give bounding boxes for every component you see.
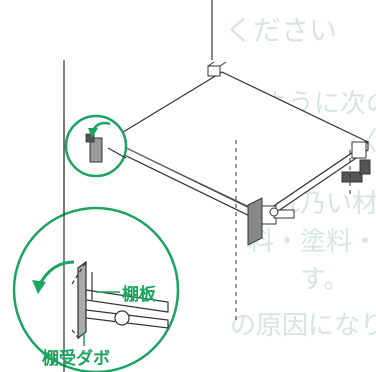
shelf-peg-front xyxy=(247,197,295,246)
dowel-detail xyxy=(71,260,169,341)
ghost-text-1: ください xyxy=(225,14,337,47)
shelf-peg-right xyxy=(341,141,371,183)
rotate-arrowhead-large-icon xyxy=(32,280,46,294)
rotate-arrow-large-icon xyxy=(38,260,75,285)
shelf-peg-back xyxy=(207,61,227,77)
ghost-text-6: す。 xyxy=(300,265,349,295)
label-shelf-dowel: 棚受ダボ xyxy=(42,348,110,369)
rotate-arrowhead-small-icon xyxy=(88,128,98,138)
ghost-text-7: の原因になり xyxy=(230,311,376,341)
detail-circle-small xyxy=(63,114,128,178)
ghost-text-5: 料・塗料・椅装 xyxy=(248,227,376,257)
label-shelf-board: 棚板 xyxy=(122,284,157,305)
detail-circle-large xyxy=(12,206,180,372)
shelf-board xyxy=(109,71,369,223)
